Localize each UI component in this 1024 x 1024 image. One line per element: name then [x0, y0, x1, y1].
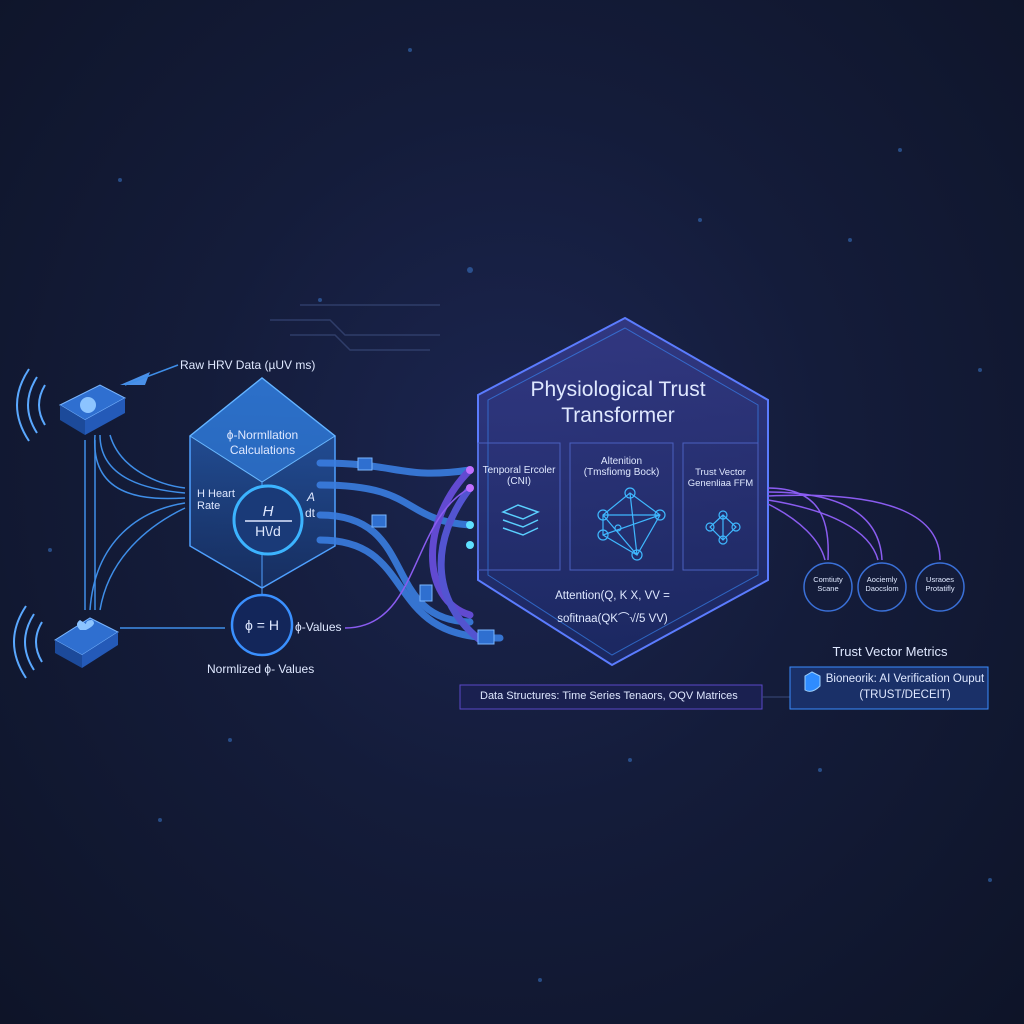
background-particles	[48, 48, 992, 982]
trust-vector-metrics-title: Trust Vector Metrics	[832, 644, 948, 659]
port-dots	[466, 466, 474, 549]
shield-icon	[804, 671, 821, 692]
attention-formula-line2: sofitnaa(QK⌒√/5 VV)	[557, 613, 668, 625]
temporal-encoder-label: Tenporal Ercoler (CNI)	[482, 465, 556, 487]
data-structures-box	[459, 684, 763, 710]
transformer-title: Physiological Trust Transformer	[530, 378, 706, 427]
normalization-cube	[189, 377, 336, 657]
cable-connectors	[357, 457, 495, 645]
output-circles	[803, 562, 965, 612]
verification-output-line1: Bioneorik: AI Verification Ouput	[825, 673, 985, 685]
transformer-hexagon	[477, 316, 769, 667]
input-arrows	[84, 364, 225, 629]
output-consistency-score: Comtiuty Scane	[813, 575, 843, 593]
attention-network-icon	[597, 487, 666, 561]
heart-icon	[77, 620, 94, 630]
output-arrows	[767, 487, 941, 561]
heart-icon	[80, 397, 96, 413]
verification-output-line2: (TRUST/DECEIT)	[859, 689, 951, 701]
attention-formula-line1: Attention(Q, K X, VV =	[555, 590, 670, 602]
derivative-dt: dt	[305, 506, 316, 520]
attention-block-label: Altenition (Tmsfiomg Bock)	[583, 456, 660, 478]
phi-values-label: ϕ-Values	[295, 620, 342, 634]
heart-rate-label: H Heart Rate	[197, 488, 235, 512]
ffn-network-icon	[705, 510, 741, 545]
normalized-values-label: Normlized ϕ- Values	[207, 662, 315, 676]
derivative-a: A	[307, 490, 316, 504]
raw-hrv-label: Raw HRV Data (µUV ms)	[180, 358, 316, 372]
layers-icon	[501, 504, 540, 536]
wearable-sensor-top	[58, 372, 150, 435]
output-probability: Usraoes Protatifly	[925, 575, 955, 593]
circuit-traces	[270, 304, 440, 351]
formula-numerator: H	[262, 503, 274, 520]
output-anomaly-detection: Aociemly Daocslom	[865, 575, 899, 593]
wearable-sensor-bottom	[54, 617, 120, 668]
data-structures-label: Data Structures: Time Series Tenaors, OQ…	[480, 690, 738, 702]
normalization-title: ϕ-Normllation Calculations	[226, 428, 299, 457]
phi-formula: ϕ = H	[245, 617, 279, 633]
formula-denominator: H\/d	[255, 523, 281, 539]
verification-output-box	[789, 666, 989, 710]
trust-vector-ffn-label: Trust Vector Genenliaa FFM	[687, 467, 754, 489]
signal-waves	[13, 368, 46, 679]
